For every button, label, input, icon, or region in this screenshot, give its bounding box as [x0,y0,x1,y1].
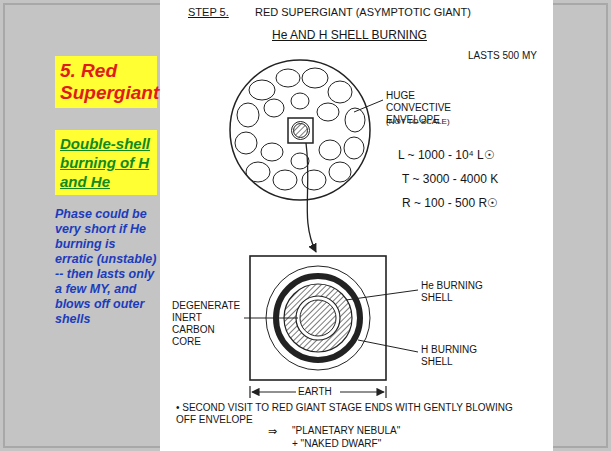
result-name: "PLANETARY NEBULA" [292,425,400,437]
result-name: + "NAKED DWARF" [292,438,381,450]
radius-value: R ~ 100 - 500 R☉ [402,196,498,210]
h-shell-label: H BURNING SHELL [421,344,493,368]
sketch-panel [160,0,553,451]
he-shell-label: He BURNING SHELL [421,280,493,304]
duration-note: LASTS 500 MY [468,50,537,61]
phase-note: Phase could be very short if He burning … [55,207,157,327]
red-giant-sketch [230,60,383,252]
stage-subtitle: He AND H SHELL BURNING [272,28,427,42]
stage-title: RED SUPERGIANT (ASYMPTOTIC GIANT) [255,6,471,18]
result-arrow: ⇒ [268,425,277,438]
scale-note: (NOT TO SCALE) [386,117,450,127]
sketch-panel-box: STEP 5. RED SUPERGIANT (ASYMPTOTIC GIANT)… [160,0,553,451]
box-text: Double-shell burning of H and He [60,134,152,191]
step-number: STEP 5. [188,6,229,18]
ending-note: • SECOND VISIT TO RED GIANT STAGE ENDS W… [176,402,516,426]
luminosity-value: L ~ 1000 - 10⁴ L☉ [398,148,495,162]
temperature-value: T ~ 3000 - 4000 K [402,172,498,186]
core-inset [244,256,418,398]
box-text: 5. Red Supergiant [60,60,152,104]
title-box: 5. Red Supergiant [55,56,157,108]
scale-label: EARTH [298,386,332,398]
core-label: DEGENERATE INERT CARBON CORE [172,300,242,348]
topic-box: Double-shell burning of H and He [55,130,157,195]
